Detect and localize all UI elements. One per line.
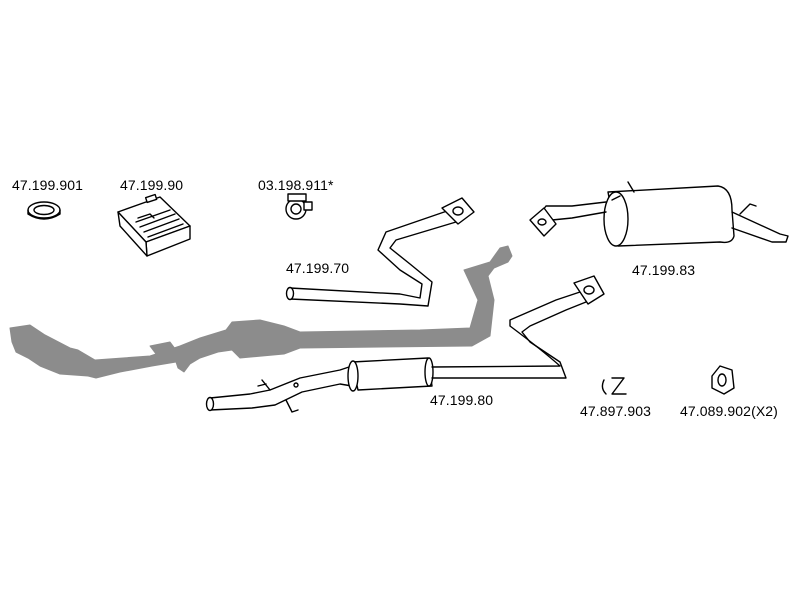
rubber-mount-part-number: 47.089.902(X2) [680, 403, 778, 419]
centre-silencer-part [205, 275, 605, 413]
fitting-kit-part-number: 47.199.90 [120, 177, 184, 193]
front-pipe-part [285, 197, 475, 307]
rubber-strip-part-number: 47.897.903 [580, 403, 652, 419]
front-pipe-part-number: 47.199.70 [286, 260, 350, 276]
rubber-mount-part [711, 365, 735, 395]
rear-silencer-part-number: 47.199.83 [632, 262, 696, 278]
catalytic-converter-assembly [9, 245, 513, 379]
fitting-kit-part [117, 193, 191, 257]
gasket-part [27, 201, 61, 220]
clamp-part-number: 03.198.911* [258, 177, 334, 193]
gasket-part-number: 47.199.901 [12, 177, 84, 193]
centre-silencer-part-number: 47.199.80 [430, 392, 494, 408]
clamp-part [285, 193, 313, 220]
rear-silencer-part [529, 181, 789, 247]
rubber-strip-part [601, 377, 627, 395]
